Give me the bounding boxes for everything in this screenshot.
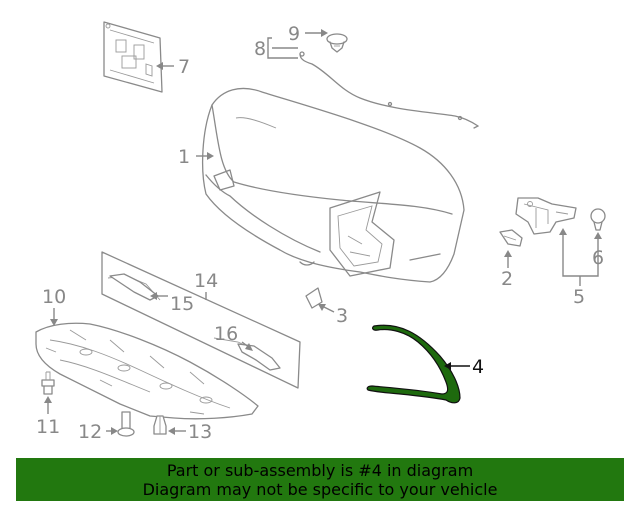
callout-16: 16 <box>214 323 238 345</box>
banner-line-2: Diagram may not be specific to your vehi… <box>142 480 498 499</box>
callout-5: 5 <box>573 286 585 308</box>
callout-9: 9 <box>288 23 300 45</box>
retainer-6-part <box>590 208 606 231</box>
wire-harness-part <box>299 51 479 129</box>
engine-under-cover-part <box>35 322 259 420</box>
callout-1: 1 <box>178 146 190 168</box>
callout-6: 6 <box>592 247 604 269</box>
bumper-garnish-part-highlighted <box>366 324 461 404</box>
callout-10: 10 <box>42 286 66 308</box>
push-clip-9-part <box>326 33 348 53</box>
clip-2-part <box>499 229 523 247</box>
bumper-cover-part <box>201 87 465 283</box>
parts-diagram: 7 8 9 1 <box>35 21 606 443</box>
part-notice-banner: Part or sub-assembly is #4 in diagram Di… <box>16 458 624 501</box>
callout-15: 15 <box>170 293 194 315</box>
callout-11: 11 <box>36 416 60 438</box>
callout-3: 3 <box>336 305 348 327</box>
callout-4: 4 <box>472 356 484 378</box>
callout-13: 13 <box>188 421 212 443</box>
bracket-8 <box>267 37 272 59</box>
callout-2: 2 <box>501 268 513 290</box>
callout-14: 14 <box>194 270 218 292</box>
license-plate-bracket-part <box>103 21 163 93</box>
clip-16-part <box>237 343 281 371</box>
bolt-11-part <box>41 371 55 395</box>
callout-7: 7 <box>178 56 190 78</box>
callout-12: 12 <box>78 421 102 443</box>
callout-8: 8 <box>254 38 266 60</box>
side-bracket-part <box>515 197 577 235</box>
banner-line-1: Part or sub-assembly is #4 in diagram <box>166 461 474 480</box>
rivet-13-part <box>153 415 167 435</box>
clip-3-part <box>305 287 323 309</box>
screw-12-part <box>117 411 135 437</box>
